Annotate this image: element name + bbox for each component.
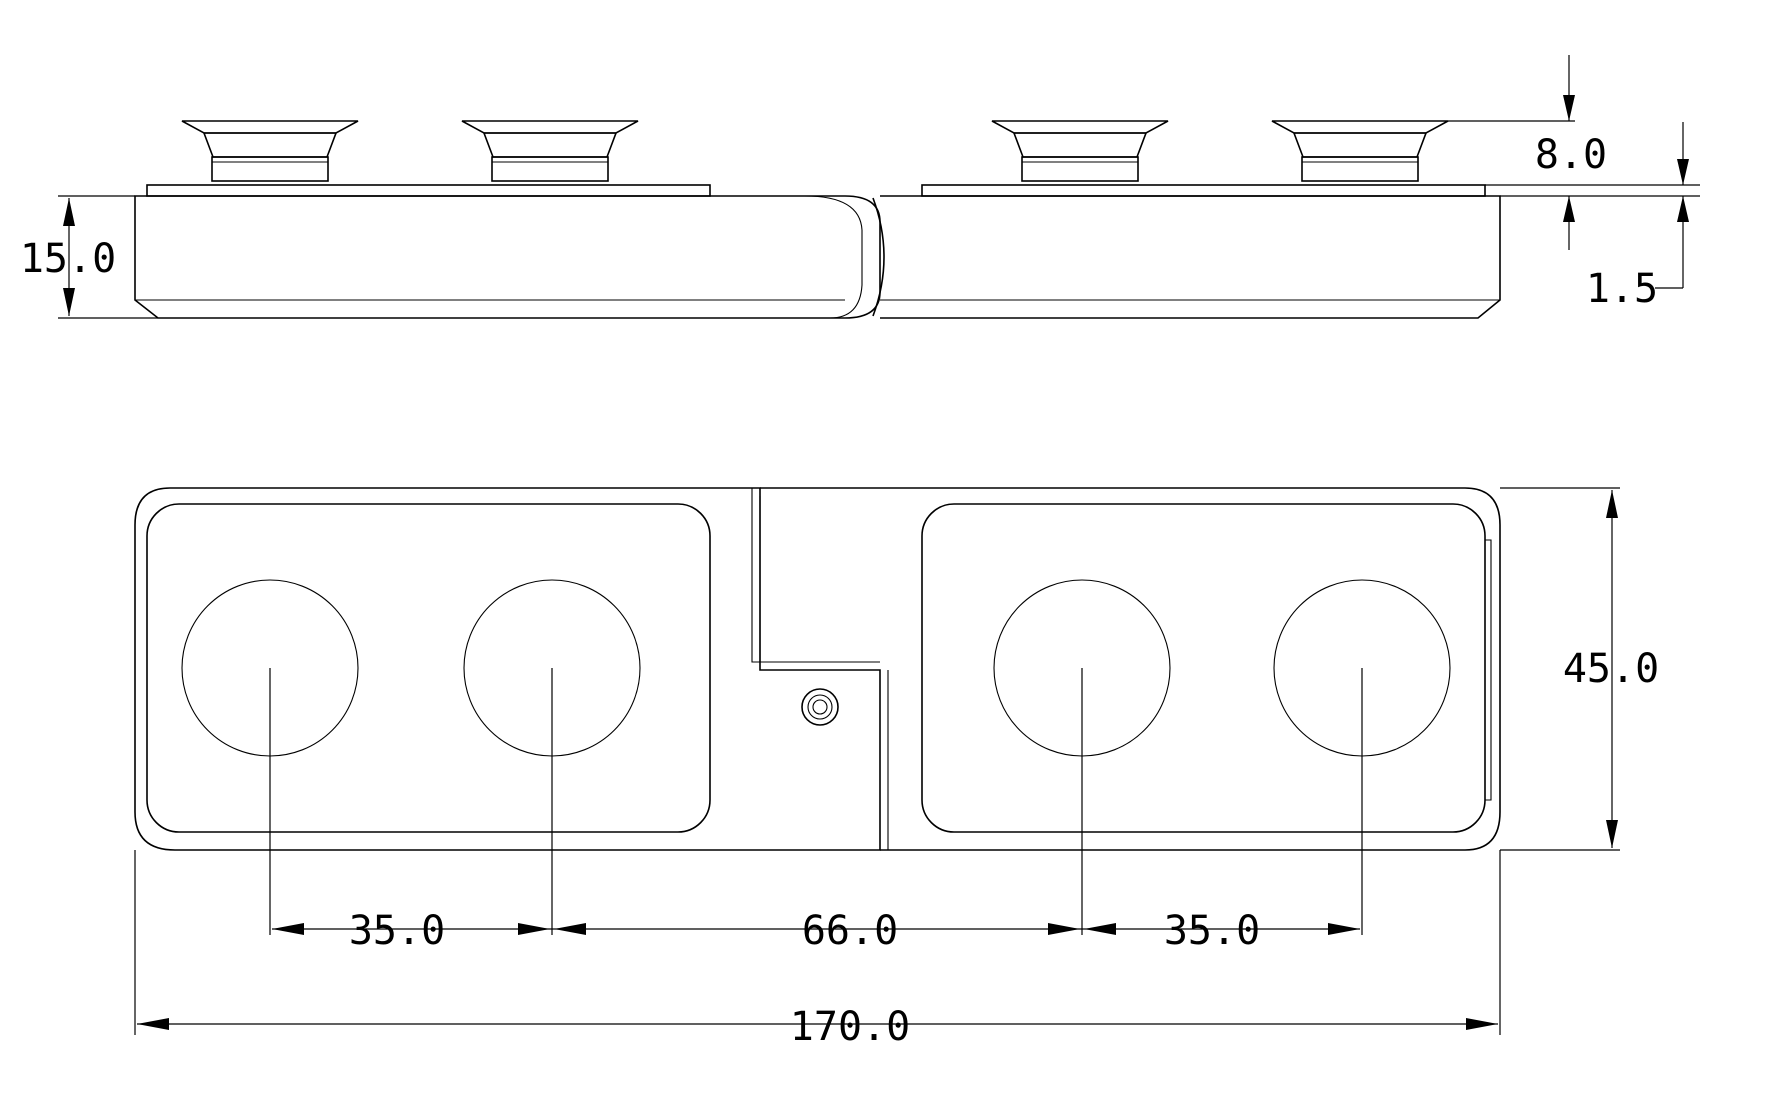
split-arc	[872, 197, 885, 317]
suction-cup-top-2	[463, 579, 641, 935]
dim-pitch-left-label: 35.0	[349, 908, 445, 954]
top-view: 45.0 35.0 66.0 35.0 170.0	[134, 487, 1659, 1050]
dim-cup-height-label: 8.0	[1535, 132, 1607, 178]
center-screw-icon	[801, 688, 839, 726]
base-plate-left	[146, 184, 711, 197]
body-left-end	[804, 195, 863, 319]
dim-base-plate	[1655, 122, 1689, 289]
pad-right	[921, 503, 1486, 833]
dim-height-overall	[58, 195, 158, 319]
dim-total-length-label: 170.0	[790, 1004, 910, 1050]
base-plate-right	[921, 184, 1486, 197]
pad-right-bevel	[1485, 539, 1492, 801]
dim-center-gap-label: 66.0	[802, 908, 898, 954]
dim-height-overall-label: 15.0	[20, 236, 116, 282]
suction-cup-side-3	[991, 120, 1169, 182]
dim-pitch-right-label: 35.0	[1164, 908, 1260, 954]
suction-cup-top-1	[181, 579, 359, 935]
suction-cup-top-3	[993, 579, 1171, 935]
dim-total-length	[134, 850, 1501, 1035]
dim-pitch-row	[272, 923, 1360, 935]
side-view: 15.0 8.0 1.5	[20, 55, 1700, 319]
suction-cup-side-2	[461, 120, 639, 182]
dim-cup-height	[1448, 55, 1700, 250]
pad-left	[146, 503, 711, 833]
suction-cup-top-4	[1273, 579, 1451, 935]
dim-base-plate-label: 1.5	[1586, 266, 1658, 312]
dim-width-label: 45.0	[1563, 646, 1659, 692]
top-outline-left	[134, 487, 881, 851]
suction-cup-side-1	[181, 120, 359, 182]
top-outline-left-inner	[751, 488, 880, 663]
top-outline-right	[760, 487, 1501, 851]
dim-width	[1500, 487, 1620, 851]
suction-cup-side-4	[1271, 120, 1449, 182]
